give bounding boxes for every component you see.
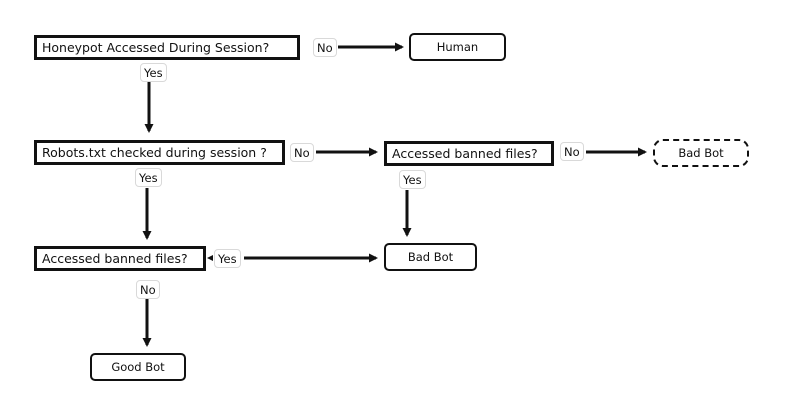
edge-label-honeypot-no: No (313, 38, 337, 57)
edge-label-banned-right-no: No (560, 142, 584, 161)
node-bad-bot-dashed: Bad Bot (653, 139, 749, 167)
edge-label-honeypot-yes: Yes (140, 63, 167, 82)
node-human: Human (409, 33, 506, 61)
node-bad-bot: Bad Bot (384, 243, 477, 271)
edge-label-banned-left-yes: Yes (214, 249, 241, 268)
edge-label-robots-yes: Yes (135, 168, 162, 187)
node-robots-txt-checked: Robots.txt checked during session ? (34, 140, 285, 165)
node-accessed-banned-files-right: Accessed banned files? (384, 141, 554, 166)
edge-label-banned-left-no: No (136, 280, 160, 299)
small-arrowhead (207, 255, 213, 261)
edge-label-robots-no: No (290, 143, 314, 162)
node-good-bot: Good Bot (90, 353, 186, 381)
edge-label-banned-right-yes: Yes (399, 170, 426, 189)
node-accessed-banned-files-left: Accessed banned files? (34, 246, 206, 271)
node-honeypot-accessed: Honeypot Accessed During Session? (34, 35, 300, 60)
